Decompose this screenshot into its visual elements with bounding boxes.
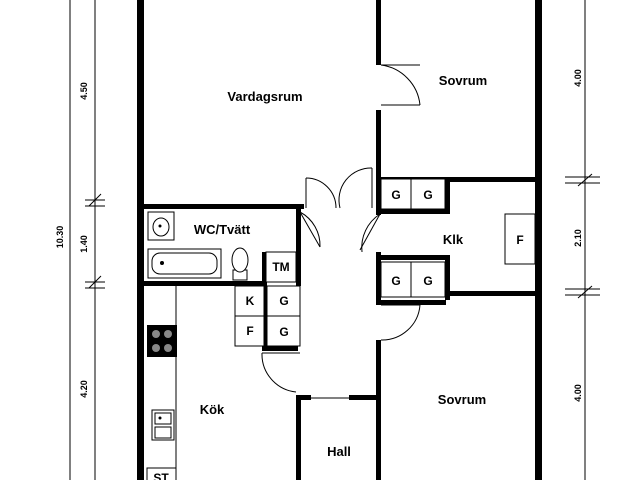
fixture-label-g: G	[279, 294, 288, 308]
dimension-label-total: 10.30	[55, 226, 65, 249]
room-label-klk: Klk	[443, 232, 464, 247]
dimension-label-right-top: 4.00	[573, 69, 583, 87]
doors	[261, 64, 421, 399]
fixture-label-k: K	[246, 294, 255, 308]
fixture-label-g: G	[391, 188, 400, 202]
room-label-vardagsrum: Vardagsrum	[227, 89, 302, 104]
dimension-label-right-bottom: 4.00	[573, 384, 583, 402]
fixture-label-g: G	[423, 274, 432, 288]
fixture-label-tm: TM	[272, 260, 289, 274]
fixture-label-f: F	[246, 324, 253, 338]
walls	[137, 0, 542, 480]
dimension-label-right-mid: 2.10	[573, 229, 583, 247]
room-label-sovrum-top: Sovrum	[439, 73, 487, 88]
dimension-lines-right	[565, 0, 600, 480]
dimension-label-left-top: 4.50	[79, 82, 89, 100]
st-box	[146, 467, 177, 480]
fixture-label-st: ST	[153, 471, 169, 480]
fixture-label-g: G	[391, 274, 400, 288]
bathtub-icon	[147, 248, 222, 279]
fixture-label-g: G	[279, 325, 288, 339]
room-label-hall: Hall	[327, 444, 351, 459]
dimension-lines-left	[69, 0, 105, 480]
room-label-wc: WC/Tvätt	[194, 222, 251, 237]
dimension-label-left-mid: 1.40	[79, 235, 89, 253]
washing-machine-box	[265, 251, 297, 283]
room-label-sovrum-bottom: Sovrum	[438, 392, 486, 407]
stove-icon	[147, 325, 177, 357]
wardrobes	[380, 178, 536, 298]
fixture-label-g: G	[423, 188, 432, 202]
dimension-label-left-bottom: 4.20	[79, 380, 89, 398]
fixture-label-f: F	[516, 233, 523, 247]
sink-icon	[147, 211, 175, 241]
room-label-kok: Kök	[200, 402, 225, 417]
kitchen-fixtures	[146, 285, 301, 480]
bathroom-fixtures	[147, 211, 297, 283]
kitchen-sink-icon	[151, 409, 175, 441]
toilet-icon	[231, 247, 249, 281]
